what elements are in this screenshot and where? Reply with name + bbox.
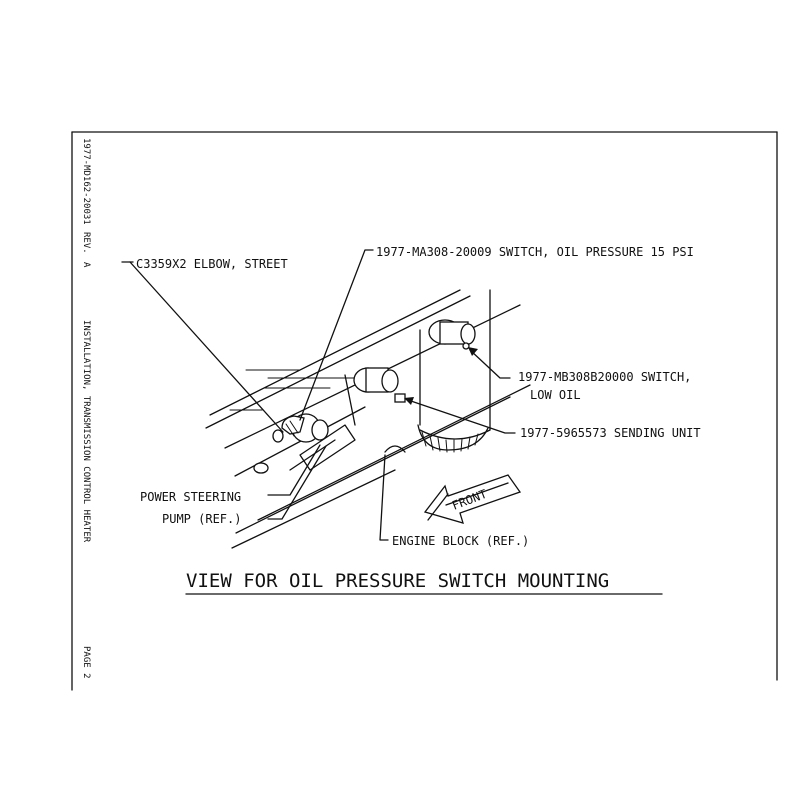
callout-sending-unit: 1977-5965573 SENDING UNIT <box>520 426 701 440</box>
callout-elbow: C3359X2 ELBOW, STREET <box>136 257 288 271</box>
low-oil-switch <box>428 319 476 350</box>
view-title: VIEW FOR OIL PRESSURE SWITCH MOUNTING <box>186 570 609 592</box>
front-arrow-icon: FRONT <box>423 474 522 524</box>
callout-oil-pressure-switch: 1977-MA308-20009 SWITCH, OIL PRESSURE 15… <box>376 245 694 259</box>
callout-power-steering-line2: PUMP (REF.) <box>162 512 241 526</box>
leader-lines <box>121 249 516 541</box>
callout-low-oil-switch-line2: LOW OIL <box>530 388 581 402</box>
oil-filter-canister <box>417 289 491 453</box>
callout-low-oil-switch-line1: 1977-MB308B20000 SWITCH, <box>518 370 691 384</box>
page-label: PAGE 2 <box>81 646 91 679</box>
sheet-title: INSTALLATION, TRANSMISSION CONTROL HEATE… <box>81 320 91 543</box>
rev-value: A <box>81 262 91 268</box>
oil-pressure-switch <box>353 367 406 403</box>
sheet-border <box>71 131 778 691</box>
callout-power-steering-line1: POWER STEERING <box>140 490 241 504</box>
engine-block-shape <box>253 374 406 474</box>
callout-engine-block: ENGINE BLOCK (REF.) <box>392 534 529 548</box>
elbow-fitting <box>272 413 329 443</box>
doc-number: 1977-MD162-20031 <box>81 138 91 225</box>
engine-rails <box>205 289 531 549</box>
rev-label: REV. <box>81 232 91 254</box>
